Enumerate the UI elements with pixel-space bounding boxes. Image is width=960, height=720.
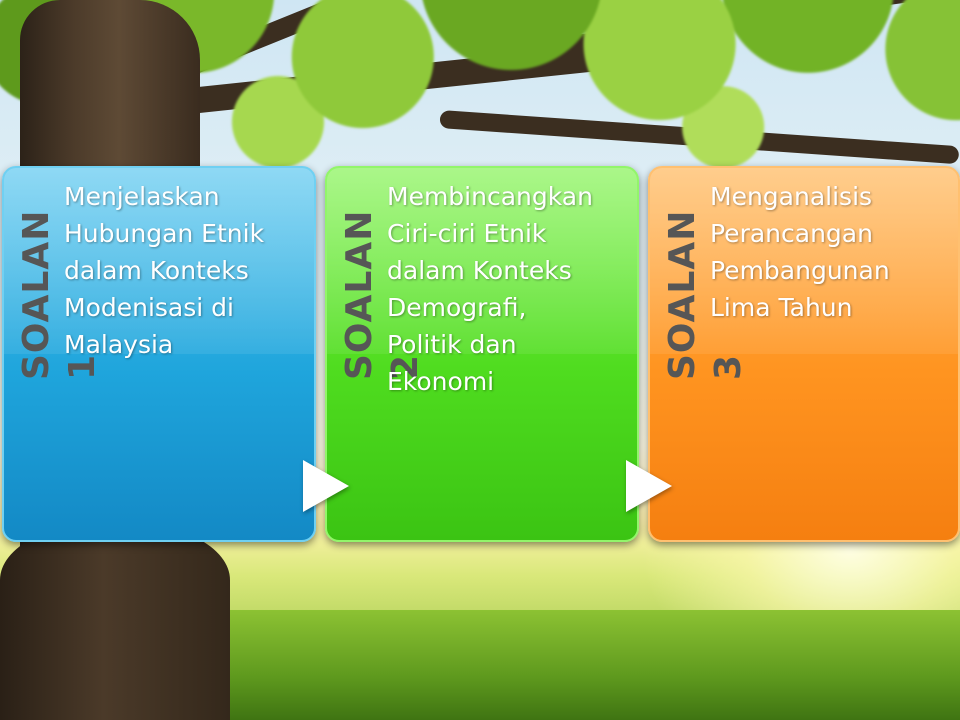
tree-trunk-base — [0, 520, 230, 720]
card-label-soalan-1: SOALAN 1 — [16, 209, 103, 380]
card-text-2: Membincangkan Ciri-ciri Etnik dalam Kont… — [387, 182, 593, 396]
arrow-right-icon — [303, 460, 349, 512]
question-card-2: SOALAN 2 Membincangkan Ciri-ciri Etnik d… — [325, 166, 639, 542]
card-label-soalan-3: SOALAN 3 — [662, 209, 749, 380]
card-text-3: Menganalisis Perancangan Pembangunan Lim… — [710, 182, 890, 322]
question-card-3: SOALAN 3 Menganalisis Perancangan Pemban… — [648, 166, 960, 542]
card-label-soalan-2: SOALAN 2 — [339, 209, 426, 380]
card-text-1: Menjelaskan Hubungan Etnik dalam Konteks… — [64, 182, 265, 359]
arrow-right-icon — [626, 460, 672, 512]
question-card-1: SOALAN 1 Menjelaskan Hubungan Etnik dala… — [2, 166, 316, 542]
